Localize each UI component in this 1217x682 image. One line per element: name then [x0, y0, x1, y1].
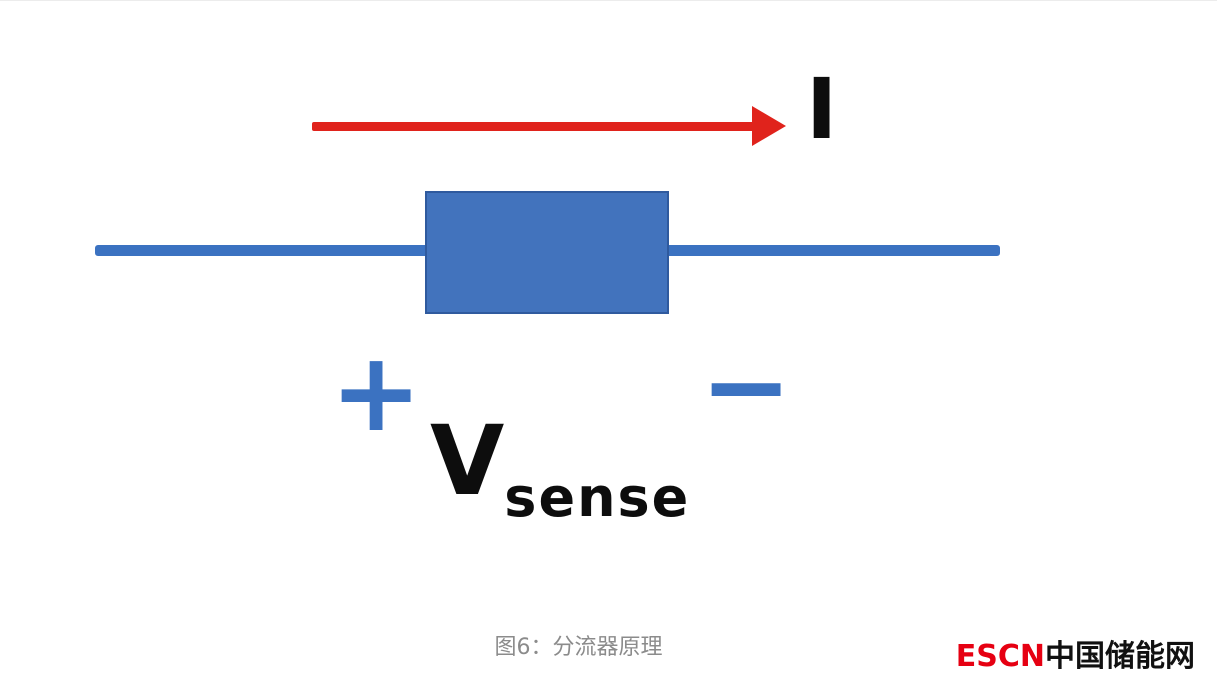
- voltage-subscript: sense: [504, 466, 691, 529]
- minus-sign: −: [700, 322, 793, 450]
- escn-logo: ESCN中国储能网: [956, 642, 1195, 672]
- current-arrow-head-icon: [752, 106, 786, 146]
- figure-caption: 图6：分流器原理: [494, 635, 663, 660]
- logo-escn-text: ESCN: [955, 639, 1045, 674]
- current-label: I: [806, 60, 838, 158]
- shunt-resistor: [425, 191, 669, 314]
- logo-chinese-text: 中国储能网: [1045, 639, 1195, 674]
- plus-sign: +: [330, 328, 423, 456]
- voltage-symbol: V: [430, 405, 505, 517]
- current-arrow-shaft: [312, 122, 760, 131]
- voltage-label: Vsense: [430, 413, 690, 525]
